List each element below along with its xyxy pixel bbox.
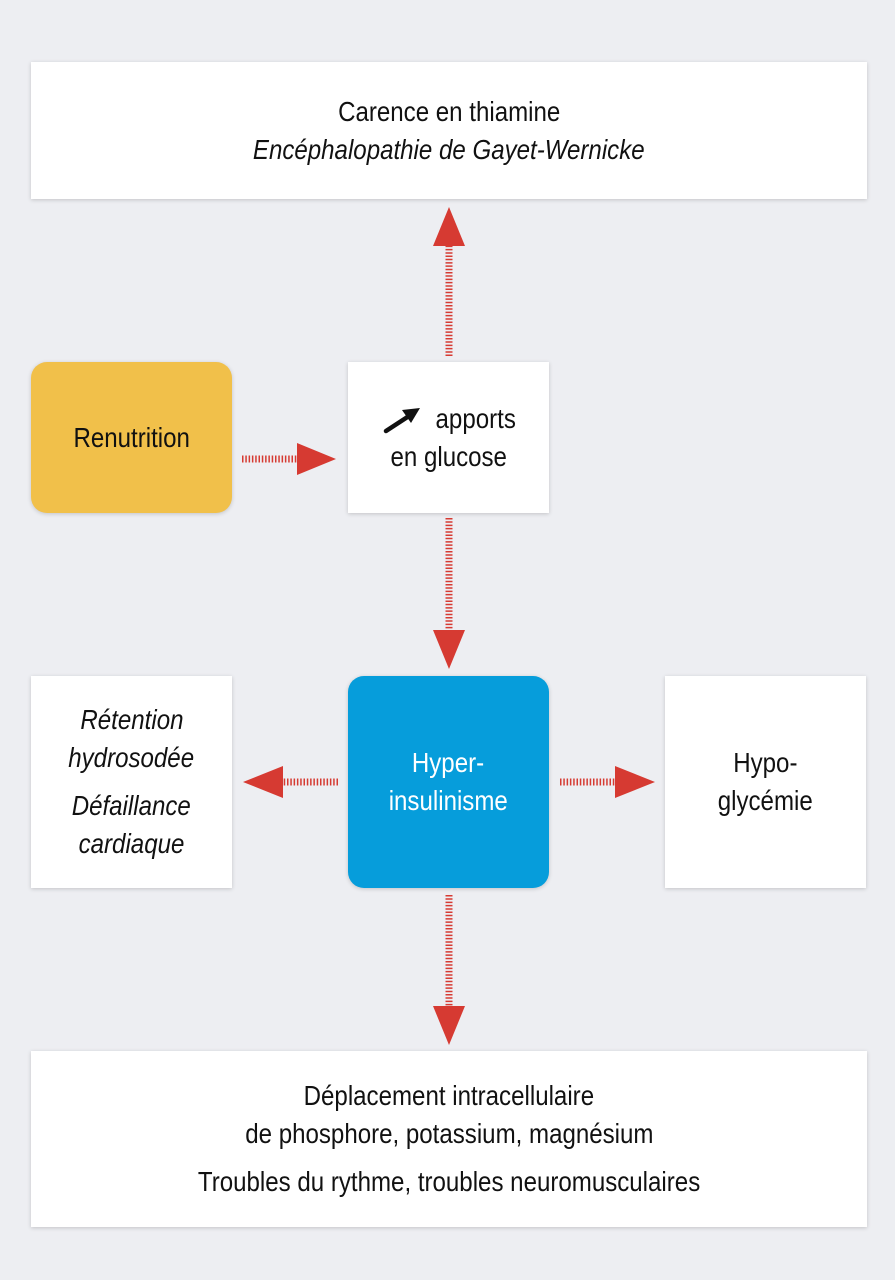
glucose-intake-line2: en glucose [390,440,507,472]
fluid-retention-line1: Rétention [79,704,184,735]
hyperinsulinism-box: Hyper- insulinisme [348,676,549,888]
fluid-retention-line2: hydrosodée [68,742,195,773]
glucose-intake-line1: apports [435,402,516,434]
intracellular-shift-line2: de phosphore, potassium, magnésium [244,1118,654,1149]
increase-arrow-icon [383,407,420,433]
hypoglycemia-box: Hypo- glycémie [665,676,866,888]
hyperinsulinism-line2: insulinisme [388,785,509,816]
arrow-down-head-hyper [433,630,465,669]
heart-failure-line1: Défaillance [71,790,192,821]
thiamine-deficiency-label: Carence en thiamine [337,95,561,127]
rhythm-disorders-label: Troubles du rythme, troubles neuromuscul… [197,1166,701,1197]
hypoglycemia-line2: glycémie [717,785,814,816]
arrow-left-head [243,766,283,798]
arrow-up-head [433,207,465,246]
fluid-retention-box: Rétention hydrosodée Défaillance cardiaq… [31,676,232,888]
glucose-intake-box: apports en glucose [348,362,549,513]
hyperinsulinism-line1: Hyper- [412,747,485,778]
intracellular-shift-box: Déplacement intracellulaire de phosphore… [31,1051,867,1227]
arrow-right-head [615,766,655,798]
hypoglycemia-line1: Hypo- [733,747,798,778]
thiamine-deficiency-box: Carence en thiamine Encéphalopathie de G… [31,62,867,199]
renutrition-box: Renutrition [31,362,232,513]
wernicke-encephalopathy-label: Encéphalopathie de Gayet-Wernicke [253,133,645,165]
arrow-down-head-bottom [433,1006,465,1045]
renutrition-label: Renutrition [73,421,190,453]
heart-failure-line2: cardiaque [78,828,185,859]
arrow-right-head-renutrition [297,443,336,475]
intracellular-shift-line1: Déplacement intracellulaire [303,1080,595,1111]
